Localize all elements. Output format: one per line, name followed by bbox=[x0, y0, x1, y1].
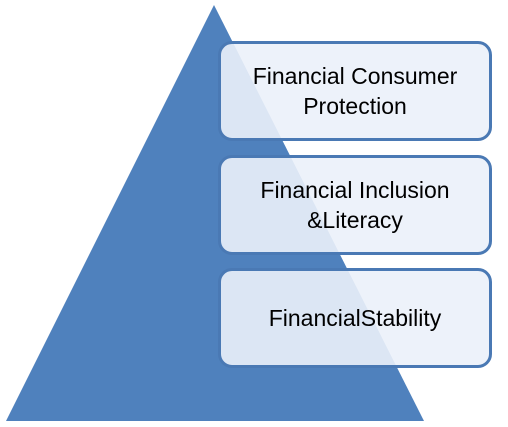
layer-label-line: FinancialStability bbox=[268, 305, 442, 331]
layer-label-line: &Literacy bbox=[307, 207, 403, 233]
layer-box-financial-stability: FinancialStability bbox=[218, 268, 492, 368]
layer-label-line: Financial Inclusion bbox=[260, 177, 450, 203]
layer-box-inclusion-literacy: Financial Inclusion &Literacy bbox=[218, 155, 492, 255]
layer-box-consumer-protection: Financial Consumer Protection bbox=[218, 41, 492, 141]
layer-label-line: Financial Consumer bbox=[252, 63, 458, 89]
layer-label-line: Protection bbox=[303, 93, 407, 119]
